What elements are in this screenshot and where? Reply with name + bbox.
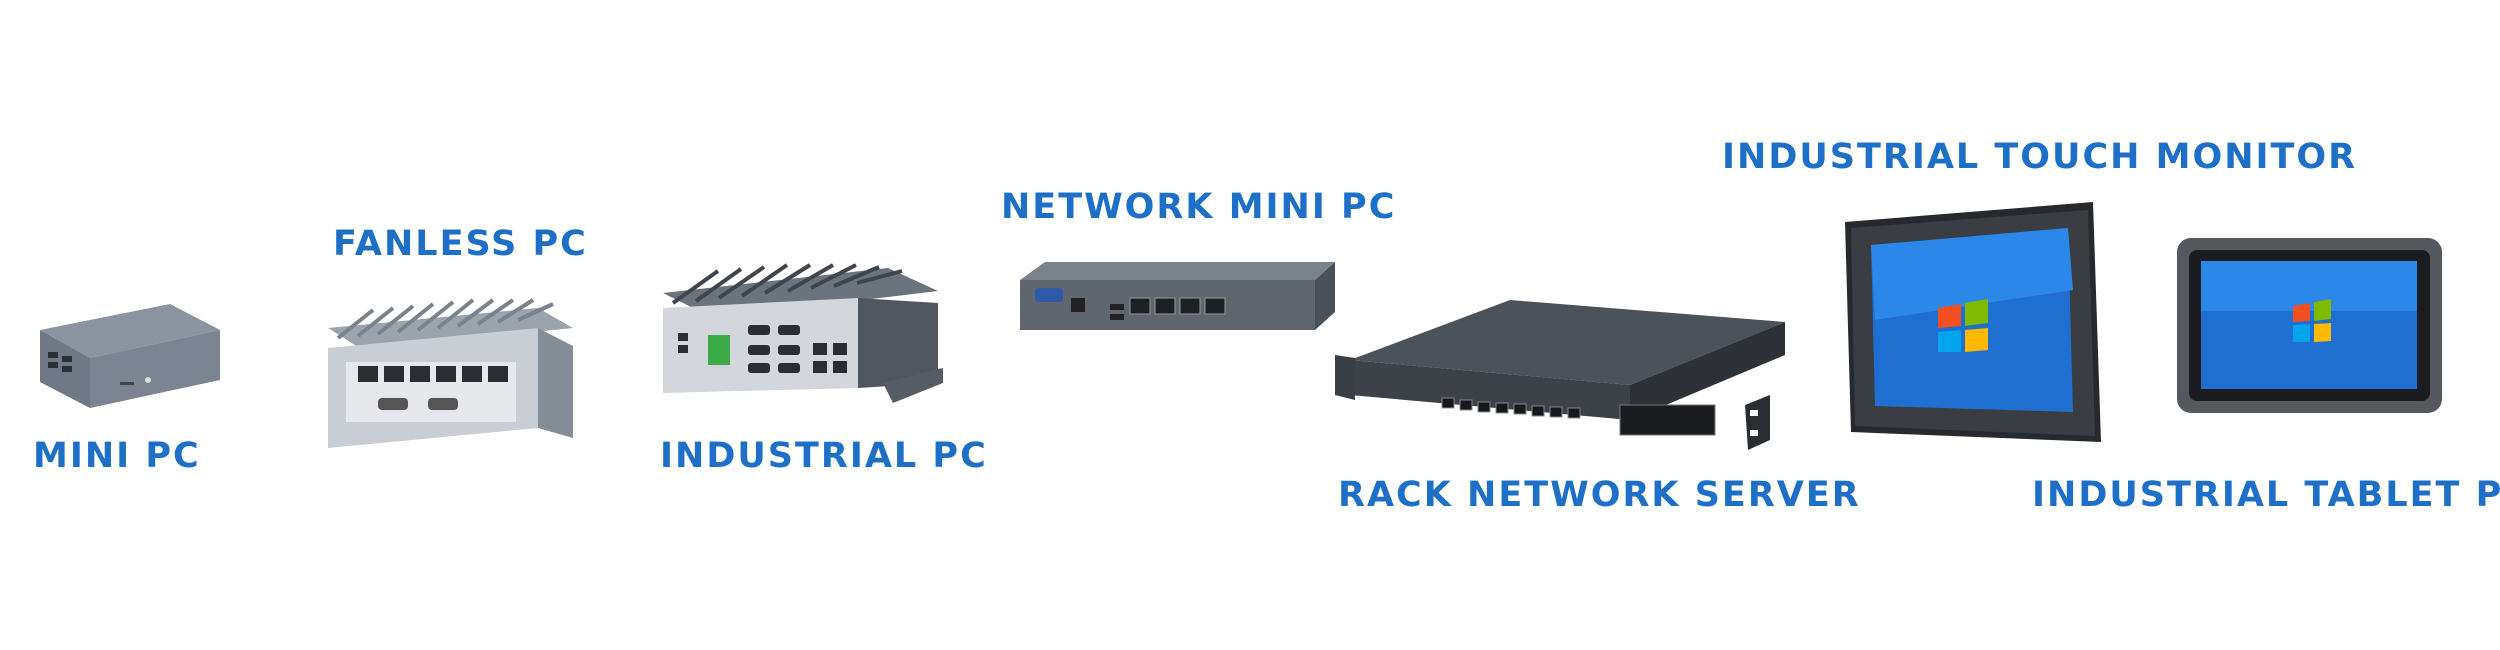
mini-pc-image [30, 300, 230, 410]
industrial-tablet-pc-image [2175, 236, 2445, 416]
label-rack-network-server: RACK NETWORK SERVER [1338, 475, 1861, 515]
label-industrial-tablet-pc: INDUSTRIAL TABLET PC [2032, 475, 2500, 515]
label-fanless-pc: FANLESS PC [333, 224, 588, 264]
windows-logo-icon [1938, 299, 1988, 352]
windows-logo-icon [2293, 299, 2331, 342]
label-network-mini-pc: NETWORK MINI PC [1001, 187, 1397, 227]
network-mini-pc-image [1015, 250, 1340, 350]
industrial-pc-image [658, 263, 943, 418]
fanless-pc-image [318, 298, 578, 448]
label-industrial-pc: INDUSTRIAL PC [660, 436, 988, 476]
label-mini-pc: MINI PC [33, 436, 201, 476]
label-industrial-touch-monitor: INDUSTRIAL TOUCH MONITOR [1722, 137, 2358, 177]
industrial-touch-monitor-image [1843, 200, 2103, 445]
rack-network-server-image [1330, 300, 1790, 460]
